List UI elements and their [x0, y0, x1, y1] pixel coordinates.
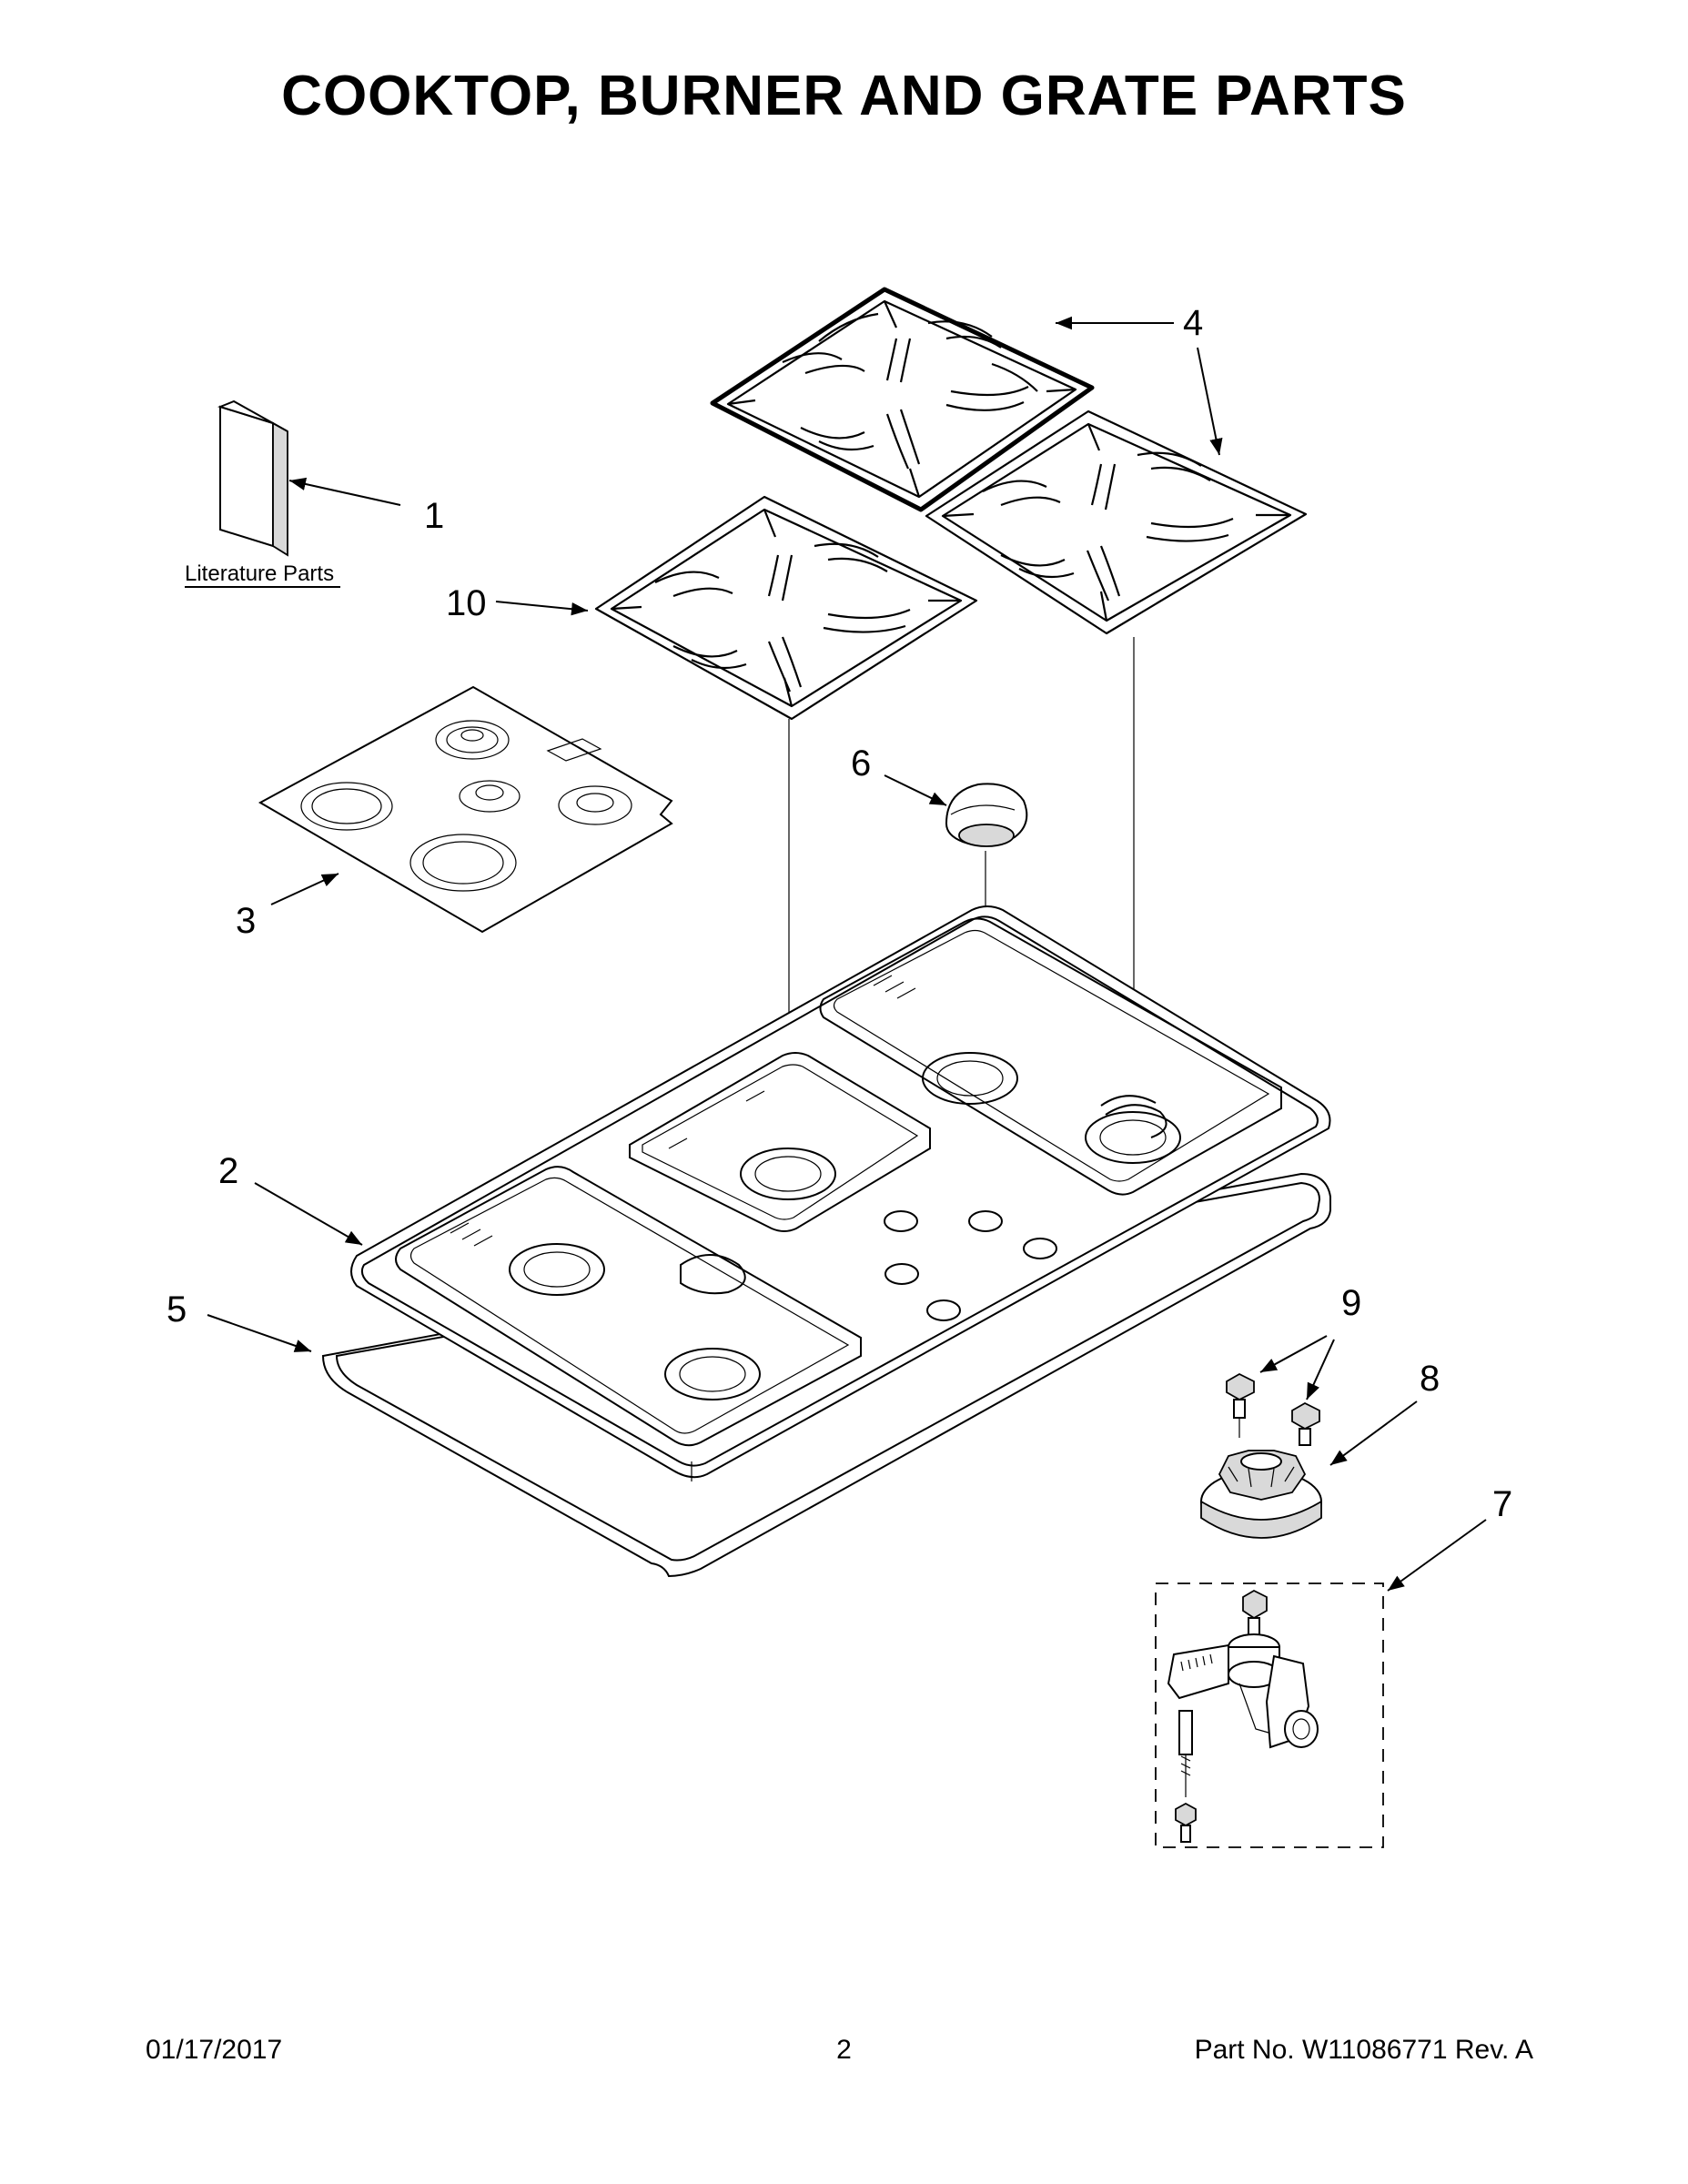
- leader-10: [495, 601, 589, 616]
- burner-base: [1200, 1450, 1322, 1539]
- grate-center: [594, 495, 978, 721]
- callout-8: 8: [1420, 1359, 1440, 1399]
- valve-assembly: [1155, 1582, 1384, 1848]
- callout-6: 6: [851, 743, 871, 784]
- leader-5: [207, 1314, 312, 1352]
- leader-1: [288, 477, 401, 506]
- burner-overlay-sheet: [258, 685, 673, 934]
- callout-9: 9: [1341, 1283, 1361, 1323]
- leader-3: [270, 873, 339, 905]
- cooktop-gasket: [321, 1172, 1331, 1578]
- callout-4: 4: [1183, 303, 1203, 343]
- leader-9a: [1259, 1335, 1328, 1373]
- leader-8: [1329, 1400, 1418, 1466]
- footer-date: 01/17/2017: [146, 2035, 283, 2065]
- page-title: COOKTOP, BURNER AND GRATE PARTS: [281, 65, 1407, 127]
- footer-page-number: 2: [836, 2035, 852, 2065]
- cooktop-main-top: [350, 905, 1331, 1481]
- control-knob: [945, 783, 1028, 847]
- callout-5: 5: [167, 1289, 187, 1330]
- leader-2: [254, 1182, 363, 1246]
- leader-4b: [1197, 347, 1223, 456]
- screw-right: [1291, 1401, 1320, 1446]
- callout-1: 1: [424, 496, 444, 536]
- grate-dark: [710, 287, 1095, 512]
- callout-10: 10: [446, 583, 487, 623]
- callout-3: 3: [236, 901, 256, 941]
- literature-parts-label: Literature Parts: [185, 561, 334, 586]
- leader-9b: [1306, 1339, 1335, 1400]
- screw-left: [1226, 1372, 1255, 1438]
- leader-7: [1387, 1519, 1487, 1592]
- footer-part-number: Part No. W11086771 Rev. A: [1194, 2035, 1533, 2065]
- leader-6: [884, 774, 947, 806]
- callout-2: 2: [218, 1151, 238, 1191]
- literature-parts-booklet: [217, 399, 288, 557]
- callout-7: 7: [1492, 1484, 1512, 1524]
- grate-right: [925, 410, 1308, 635]
